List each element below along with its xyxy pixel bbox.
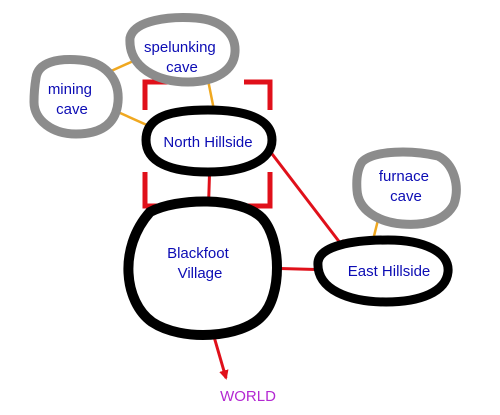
cave-furnace-label-line2: cave	[390, 188, 422, 205]
location-north-hillside-outline	[141, 105, 277, 177]
selection-bracket-bottom-right	[246, 172, 273, 209]
exit-world-label: WORLD	[220, 388, 276, 405]
location-blackfoot-village-outline	[123, 196, 282, 340]
svg-text:spelunking cave: spelunking cave	[144, 39, 220, 76]
cave-mining[interactable]: mining cave	[29, 55, 123, 139]
cave-spelunking[interactable]: spelunking cave	[125, 13, 240, 87]
cave-spelunking-label-line2: cave	[166, 59, 198, 76]
svg-text:furnace cave: furnace cave	[379, 168, 433, 205]
location-east-hillside[interactable]: East Hillside	[313, 235, 453, 307]
cave-furnace-outline	[352, 147, 461, 229]
location-blackfoot-village-label-line2: Village	[178, 265, 223, 282]
selection-bracket-top-left	[142, 79, 172, 110]
svg-text:mining cave: mining cave	[48, 81, 96, 118]
cave-furnace-label-line1: furnace	[379, 168, 429, 185]
cave-mining-outline	[29, 55, 123, 139]
location-north-hillside[interactable]: North Hillside	[141, 105, 277, 177]
location-east-hillside-label: East Hillside	[348, 263, 431, 280]
cave-spelunking-outline	[125, 13, 240, 87]
svg-text:Blackfoot Village: Blackfoot Village	[167, 245, 233, 282]
cave-spelunking-label-line1: spelunking	[144, 39, 216, 56]
location-north-hillside-label: North Hillside	[163, 134, 252, 151]
cave-furnace[interactable]: furnace cave	[352, 147, 461, 229]
exit-world[interactable]: WORLD	[220, 388, 276, 405]
cave-mining-label-line1: mining	[48, 81, 92, 98]
cave-mining-label-line2: cave	[56, 101, 88, 118]
path-north-hillside-to-east-hillside	[264, 144, 346, 250]
location-east-hillside-outline	[313, 235, 453, 307]
location-blackfoot-village[interactable]: Blackfoot Village	[123, 196, 282, 340]
location-blackfoot-village-label-line1: Blackfoot	[167, 245, 230, 262]
selection-bracket-top-right	[244, 79, 273, 110]
